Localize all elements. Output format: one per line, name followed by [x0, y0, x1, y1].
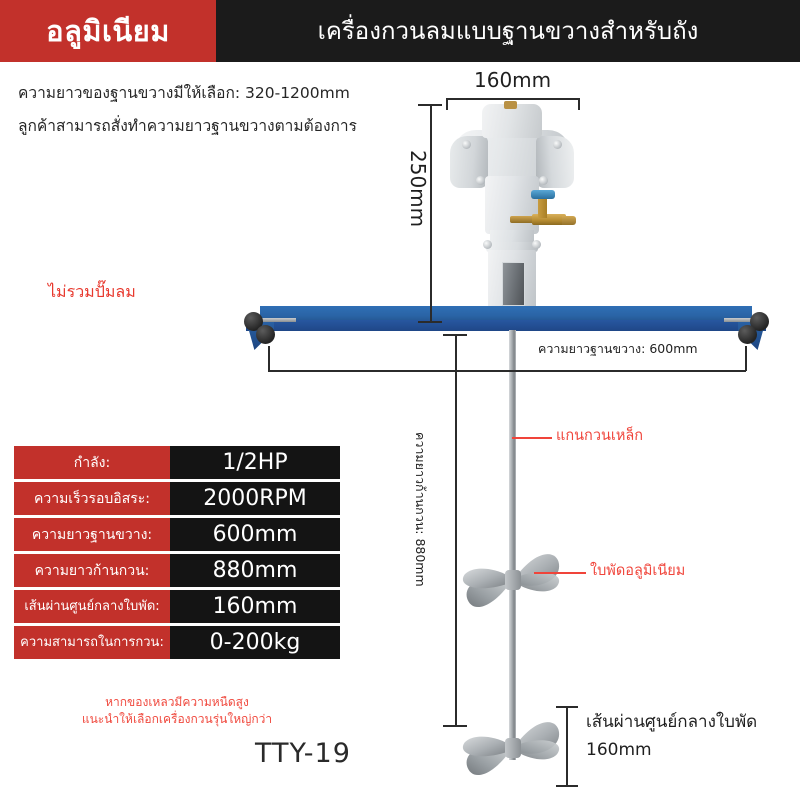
- page-title: เครื่องกวนลมแบบฐานขวางสำหรับถัง: [216, 0, 800, 62]
- brass-valve: [532, 214, 566, 225]
- brand-badge: อลูมิเนียม: [0, 0, 216, 62]
- callout-propeller-label: ใบพัดอลูมิเนียม: [590, 563, 686, 579]
- no-air-pump-note: ไม่รวมปั๊มลม: [48, 282, 136, 301]
- page-title-label: เครื่องกวนลมแบบฐานขวางสำหรับถัง: [317, 17, 699, 45]
- crossbar-mount-graphic: [246, 306, 766, 350]
- dim-motor-width-label: 160mm: [474, 68, 552, 92]
- intro-text-block: ความยาวของฐานขวางมีให้เลือก: 320-1200mm …: [18, 84, 438, 149]
- valve-knob: [531, 190, 555, 199]
- dim-prop-diameter-label-2: 160mm: [586, 740, 652, 760]
- clamp-rod-left: [262, 318, 296, 322]
- mixing-shaft-graphic: [509, 330, 516, 760]
- clamp-knob-right-1: [750, 312, 769, 331]
- intro-line-2: ลูกค้าสามารถสั่งทำความยาวฐานขวางตามต้องก…: [18, 116, 357, 135]
- spec-row: เส้นผ่านศูนย์กลางใบพัด: 160mm: [14, 590, 340, 623]
- spec-value: 880mm: [170, 554, 340, 587]
- spec-row: ความเร็วรอบอิสระ: 2000RPM: [14, 482, 340, 515]
- intro-line-1: ความยาวของฐานขวางมีให้เลือก: 320-1200mm: [18, 84, 350, 102]
- page-header: อลูมิเนียม เครื่องกวนลมแบบฐานขวางสำหรับถ…: [0, 0, 800, 62]
- dim-crossbar-length-label: ความยาวฐานขวาง: 600mm: [538, 341, 698, 356]
- hose-nozzle: [562, 216, 576, 225]
- clamp-knob-left-1: [244, 312, 263, 331]
- clamp-knob-right-2: [738, 325, 757, 344]
- spec-table: กำลัง: 1/2HP ความเร็วรอบอิสระ: 2000RPM ค…: [14, 446, 340, 662]
- spec-value: 160mm: [170, 590, 340, 623]
- callout-shaft-leader: [512, 437, 552, 439]
- clamp-rod-right: [724, 318, 758, 322]
- spec-value: 0-200kg: [170, 626, 340, 659]
- spec-key: ความยาวก้านกวน:: [14, 554, 170, 587]
- propeller-lower-graphic: [453, 688, 573, 808]
- footnote-line-2: แนะนำให้เลือกเครื่องกวนรุ่นใหญ่กว่า: [81, 712, 273, 727]
- spec-row: กำลัง: 1/2HP: [14, 446, 340, 479]
- callout-propeller-leader: [534, 572, 586, 574]
- spec-value: 2000RPM: [170, 482, 340, 515]
- spec-key: ความเร็วรอบอิสระ:: [14, 482, 170, 515]
- dim-prop-diameter-line: [566, 706, 568, 786]
- dim-motor-width-line: [446, 98, 580, 100]
- spec-row: ความยาวก้านกวน: 880mm: [14, 554, 340, 587]
- sight-window: [502, 262, 525, 306]
- footnote-block: หากของเหลวมีความหนืดสูง แนะนำให้เลือกเคร…: [14, 694, 340, 729]
- spec-row: ความสามารถในการกวน: 0-200kg: [14, 626, 340, 659]
- dim-prop-diameter-label-1: เส้นผ่านศูนย์กลางใบพัด: [586, 712, 758, 732]
- propeller-upper-graphic: [453, 520, 573, 640]
- model-code: TTY-19: [255, 738, 351, 769]
- clamp-knob-left-2: [256, 325, 275, 344]
- spec-key: ความสามารถในการกวน:: [14, 626, 170, 659]
- spec-value: 1/2HP: [170, 446, 340, 479]
- dim-crossbar-length-line: [268, 370, 746, 372]
- footnote-line-1: หากของเหลวมีความหนืดสูง: [105, 695, 249, 709]
- spec-key: กำลัง:: [14, 446, 170, 479]
- dim-shaft-length-line: [455, 334, 457, 726]
- spec-key: เส้นผ่านศูนย์กลางใบพัด:: [14, 590, 170, 623]
- dim-motor-height-label: 250mm: [406, 150, 430, 228]
- spec-row: ความยาวฐานขวาง: 600mm: [14, 518, 340, 551]
- spec-value: 600mm: [170, 518, 340, 551]
- pneumatic-motor-graphic: [450, 101, 576, 332]
- callout-shaft-label: แกนกวนเหล็ก: [556, 428, 644, 444]
- air-inlet-arm: [510, 216, 536, 223]
- spec-key: ความยาวฐานขวาง:: [14, 518, 170, 551]
- dim-shaft-length-label: ความยาวก้านกวน: 880mm: [413, 432, 428, 587]
- brand-label: อลูมิเนียม: [46, 13, 170, 48]
